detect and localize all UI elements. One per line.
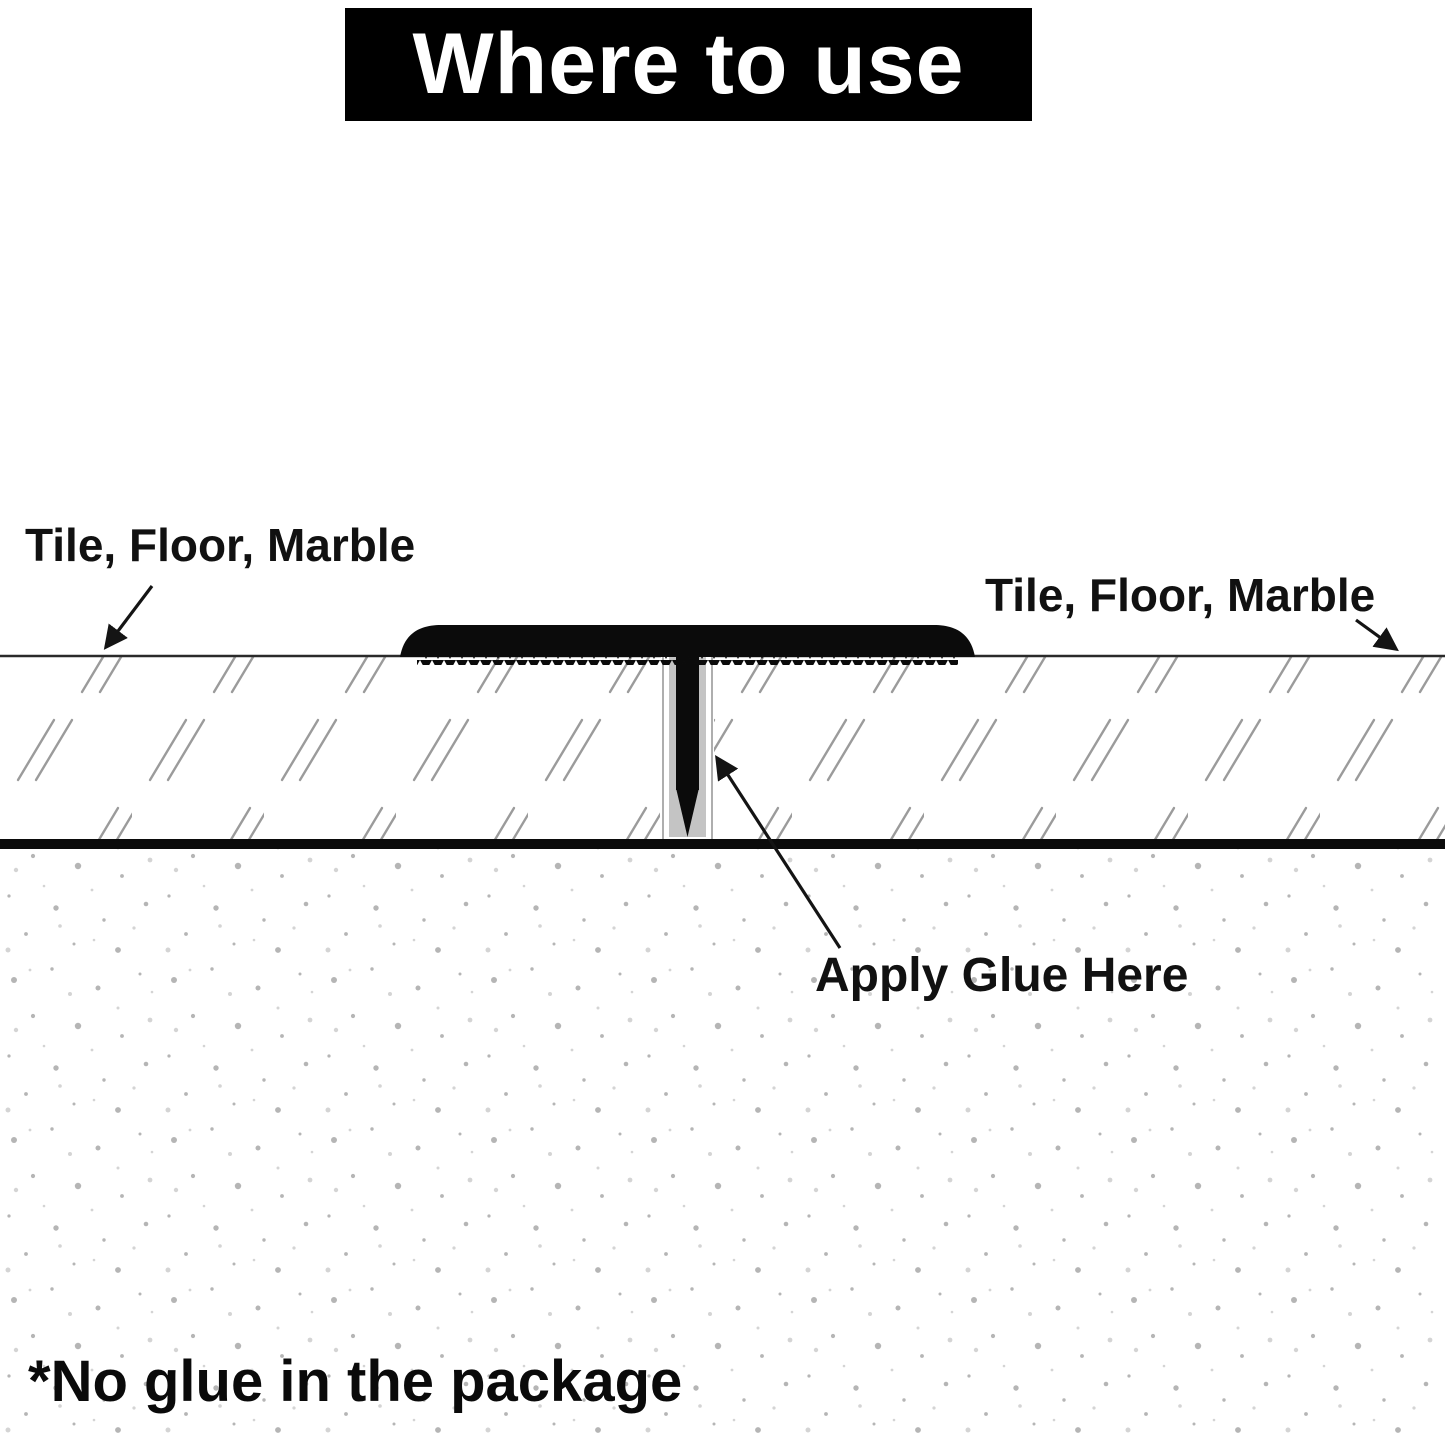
t-molding-teeth (417, 653, 958, 665)
t-molding-cap (400, 625, 975, 657)
subfloor-top-line (0, 839, 1445, 849)
title-banner: Where to use (345, 8, 1032, 121)
note-no-glue: *No glue in the package (28, 1349, 683, 1414)
label-apply-glue: Apply Glue Here (815, 949, 1189, 1002)
tile-left (0, 656, 661, 839)
label-tile-left: Tile, Floor, Marble (25, 519, 416, 571)
tile-left-arrow-icon (103, 585, 154, 650)
apply-glue-arrow-icon (715, 754, 842, 949)
t-molding-stem-tip (676, 788, 699, 837)
tile-right-arrow-icon (1355, 618, 1399, 652)
subfloor-concrete (0, 849, 1445, 1445)
page-title: Where to use (412, 16, 965, 112)
tile-right (714, 656, 1445, 839)
t-molding-stem (676, 648, 699, 790)
t-molding-profile (400, 625, 975, 837)
label-tile-right: Tile, Floor, Marble (985, 569, 1376, 621)
